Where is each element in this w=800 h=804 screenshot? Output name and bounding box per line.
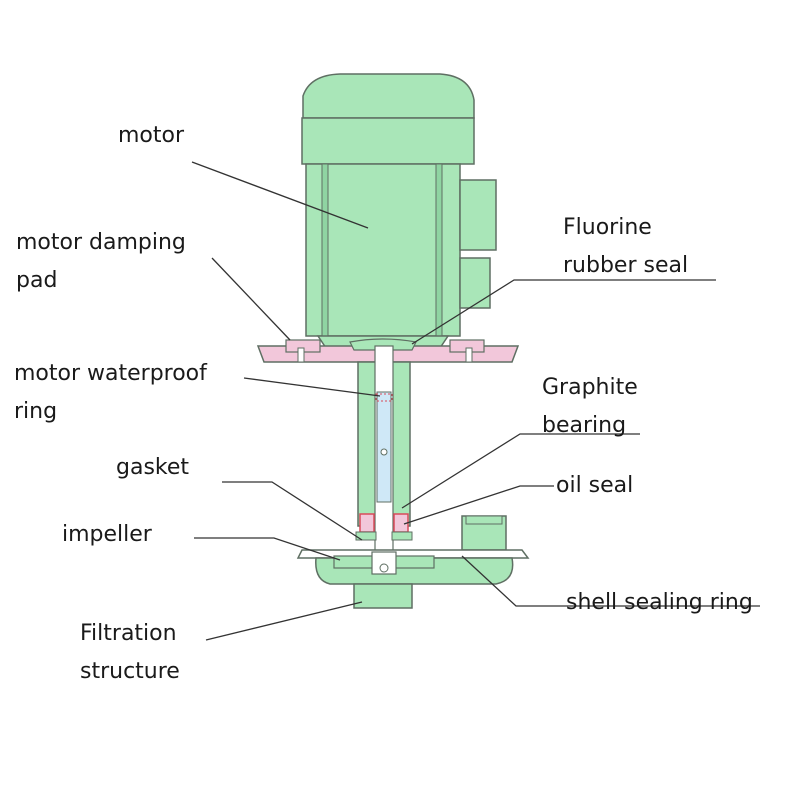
flange-hole-left bbox=[297, 347, 305, 363]
leader-lines bbox=[191, 161, 760, 641]
terminal-box-top bbox=[459, 179, 497, 251]
fluorine-seal bbox=[349, 338, 417, 351]
filtration-structure bbox=[353, 583, 413, 609]
graphite-bearing-sleeve bbox=[376, 391, 392, 503]
label-gasket: gasket bbox=[116, 455, 190, 480]
leader-impeller bbox=[194, 537, 341, 561]
label-graphite-bearing: Graphite bearing bbox=[542, 375, 638, 438]
motor-fin-left bbox=[321, 163, 329, 337]
shaft-pin bbox=[380, 448, 388, 456]
waterproof-ring-mark bbox=[375, 393, 393, 402]
leader-damping-pad bbox=[211, 257, 291, 341]
motor-body bbox=[301, 73, 497, 349]
terminal-box-bottom bbox=[459, 257, 491, 309]
shaft-column bbox=[355, 345, 413, 553]
label-motor-waterproof-ring: motor waterproof ring bbox=[14, 361, 207, 424]
oil-seal-left bbox=[359, 513, 375, 533]
motor-band bbox=[301, 117, 475, 165]
label-motor: motor bbox=[118, 123, 185, 148]
label-shell-sealing-ring: shell sealing ring bbox=[566, 590, 753, 615]
label-filtration-structure: Filtration structure bbox=[80, 621, 180, 684]
leader-shell-sealing-ring bbox=[461, 555, 760, 607]
label-impeller: impeller bbox=[62, 522, 152, 547]
leader-waterproof-ring bbox=[243, 377, 381, 397]
label-fluorine-rubber-seal: Fluorine rubber seal bbox=[563, 215, 689, 278]
leader-graphite-bearing bbox=[401, 433, 640, 509]
label-motor-damping-pad: motor damping pad bbox=[16, 230, 186, 293]
gasket-right bbox=[391, 531, 413, 541]
outlet-pipe-cap bbox=[465, 515, 503, 525]
leader-filtration bbox=[205, 601, 363, 641]
motor-fin-right bbox=[435, 163, 443, 337]
impeller-nut bbox=[379, 563, 389, 573]
leader-fluorine-seal bbox=[411, 279, 716, 345]
flange-hole-right bbox=[465, 347, 473, 363]
label-oil-seal: oil seal bbox=[556, 473, 634, 498]
leader-gasket bbox=[222, 481, 363, 541]
pump-casing bbox=[296, 515, 530, 609]
leader-oil-seal bbox=[403, 485, 554, 525]
impeller-hub bbox=[371, 551, 397, 575]
motor-cap bbox=[302, 73, 475, 119]
leader-motor bbox=[191, 161, 369, 229]
